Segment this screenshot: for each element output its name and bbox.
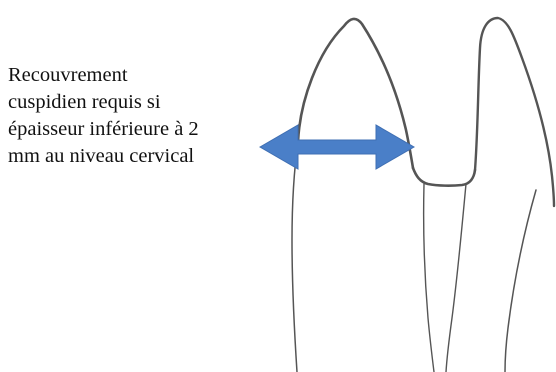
double-headed-arrow-icon xyxy=(260,125,414,169)
left-root-outline xyxy=(292,142,298,372)
left-canal-line xyxy=(424,184,434,372)
right-cusp-outline xyxy=(475,18,554,206)
cavity-floor-outline xyxy=(413,168,475,186)
right-canal-line xyxy=(446,184,466,372)
arrow-shape xyxy=(260,125,414,169)
right-root-outline xyxy=(505,190,536,372)
